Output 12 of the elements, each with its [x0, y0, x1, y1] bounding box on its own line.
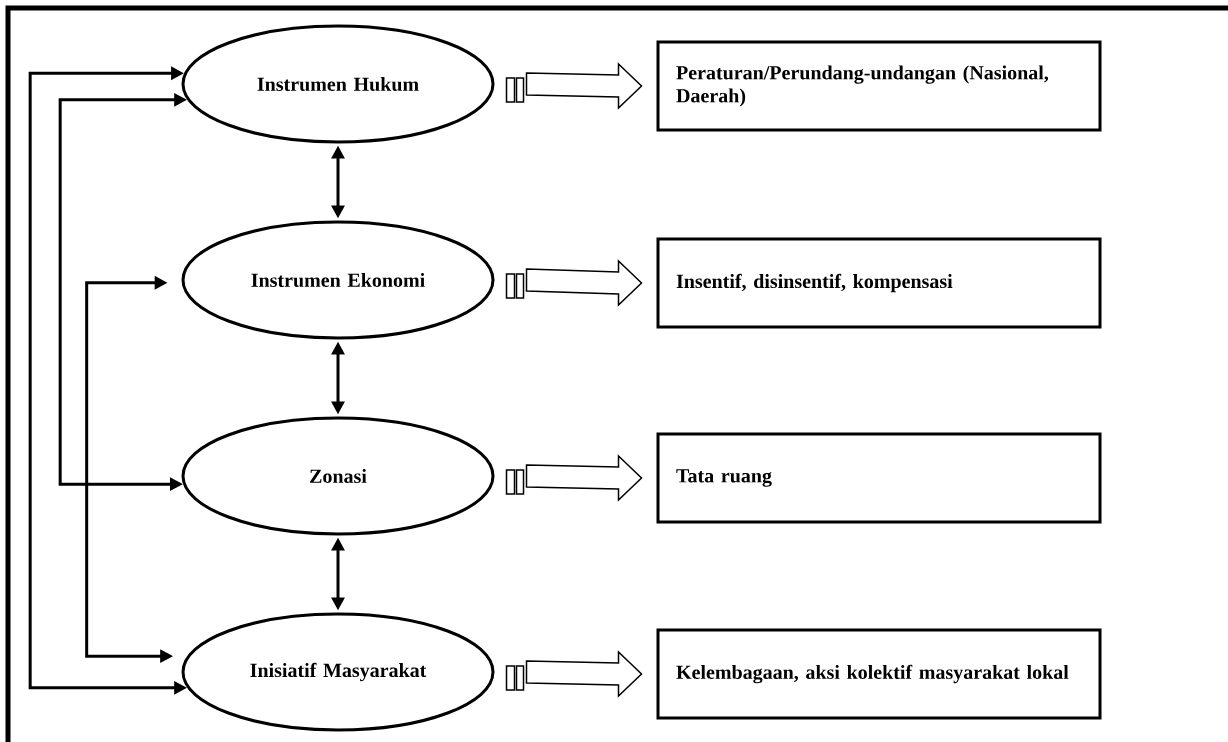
text-box: Tata ruang [656, 432, 1102, 524]
block-arrow [505, 650, 643, 698]
ellipse-node: Instrumen Hukum [181, 24, 495, 144]
ellipse-node: Instrumen Ekonomi [181, 220, 495, 340]
block-arrow [505, 454, 643, 502]
ellipse-node: Inisiatif Masyarakat [181, 612, 495, 732]
block-arrow [505, 62, 643, 110]
ellipse-node: Zonasi [181, 416, 495, 536]
text-box: Insentif, disinsentif, kompensasi [656, 237, 1102, 329]
text-box: Peraturan/Perundang-undangan (Nasional, Daerah) [656, 40, 1102, 132]
text-box: Kelembagaan, aksi kolektif masyarakat lokal [656, 628, 1102, 720]
block-arrow [505, 259, 643, 307]
